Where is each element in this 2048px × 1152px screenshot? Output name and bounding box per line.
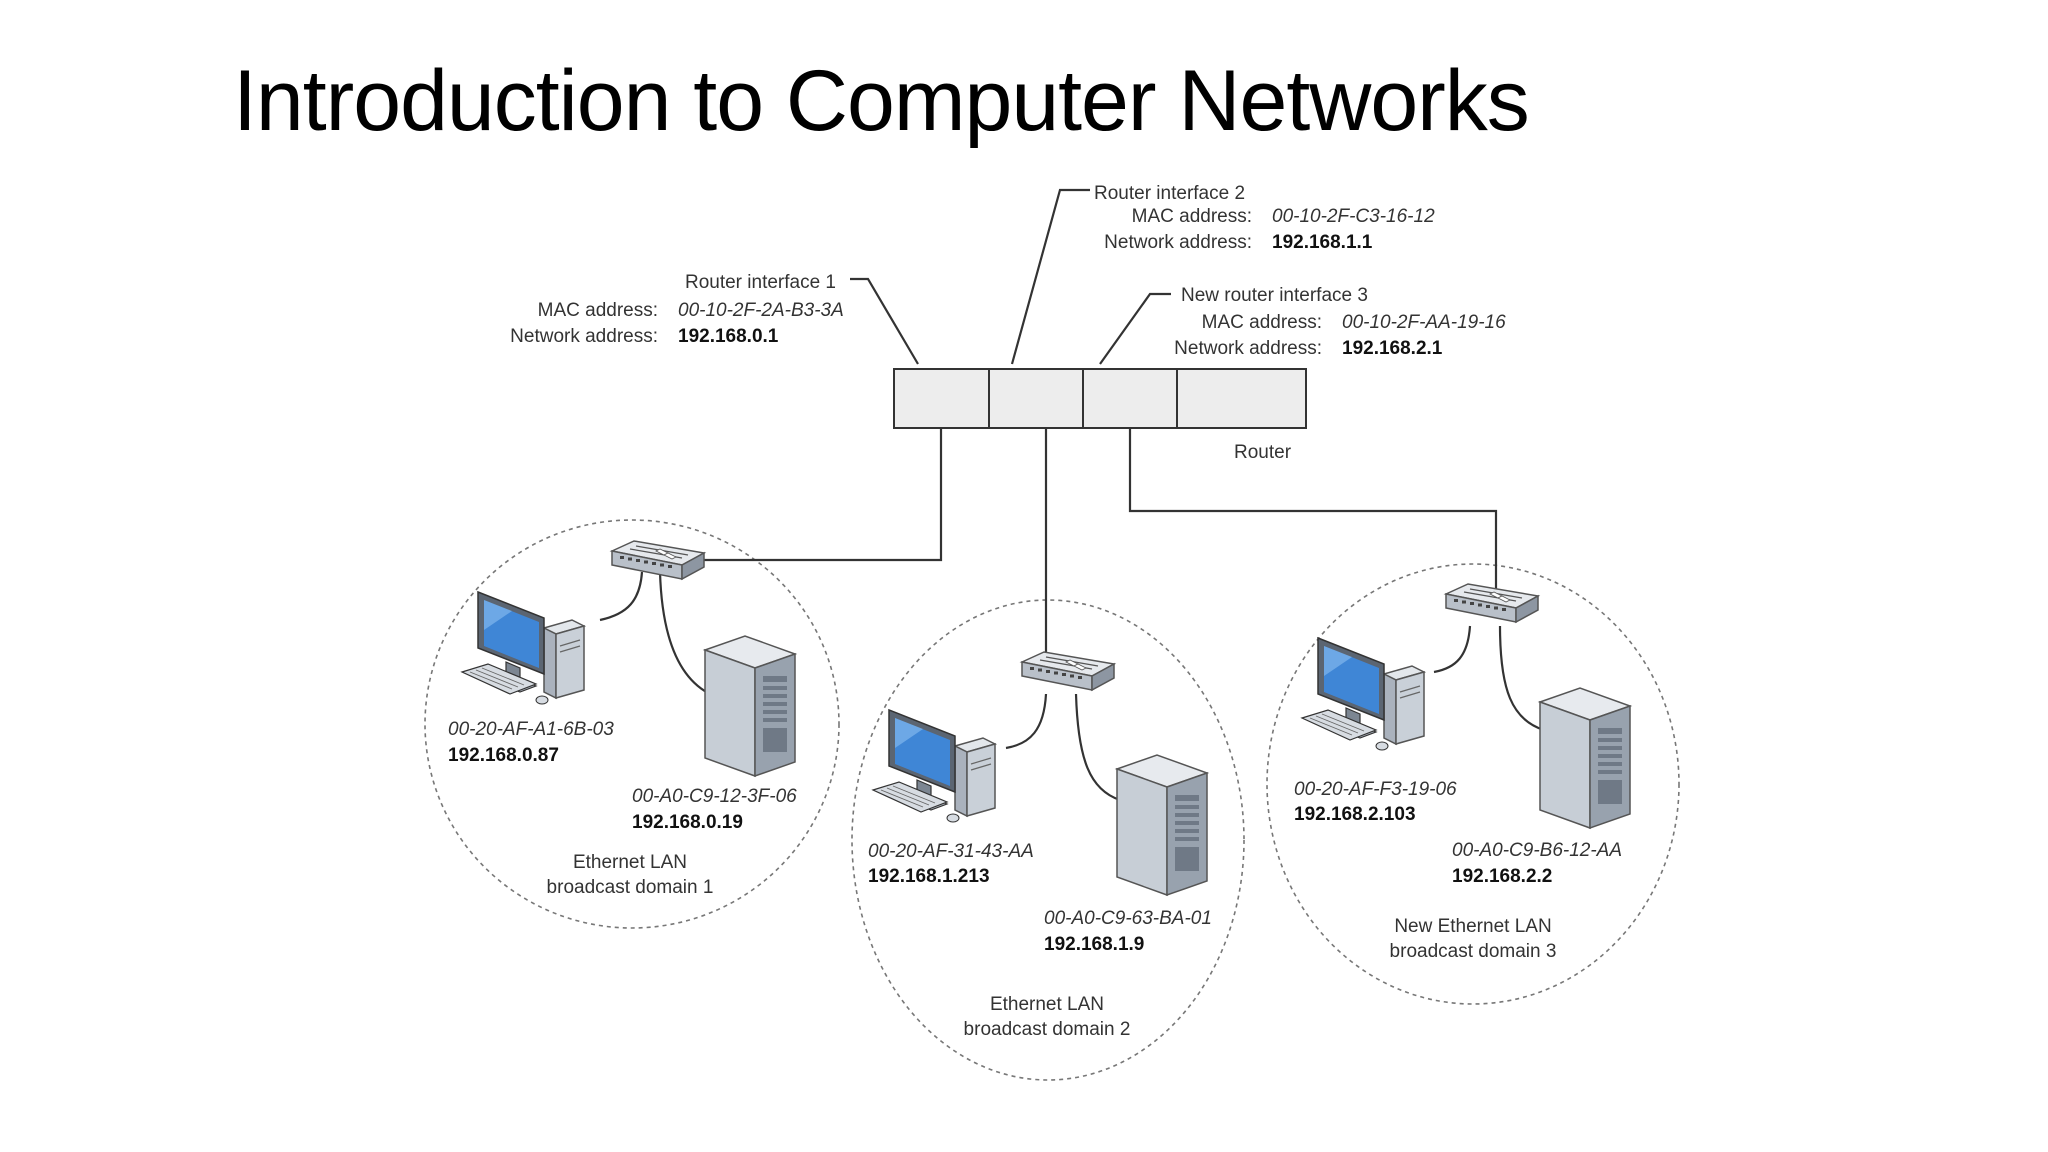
broadcast-domain-2-boundary: [851, 599, 1245, 1081]
interface-3-name: New router interface 3: [1181, 285, 1368, 306]
lan-2-server-mac: 00-A0-C9-63-BA-01: [1044, 908, 1212, 929]
interface-1-name: Router interface 1: [685, 272, 836, 293]
interface-1-mac-label: MAC address:: [538, 300, 658, 321]
broadcast-domain-1-boundary: [424, 519, 840, 929]
lan-2-pc-cable: [1005, 693, 1048, 750]
lan-3-domain: broadcast domain 3: [1390, 941, 1557, 962]
interface-1-mac: 00-10-2F-2A-B3-3A: [678, 300, 844, 321]
lan-3-server-mac: 00-A0-C9-B6-12-AA: [1452, 840, 1622, 861]
lan-2-pc-mac: 00-20-AF-31-43-AA: [868, 841, 1034, 862]
lan-3-pc-icon: [1301, 637, 1425, 751]
lan-1-server-icon: [704, 635, 796, 777]
lan-1-pc-mac: 00-20-AF-A1-6B-03: [448, 719, 614, 740]
uplink-lan-3: [1128, 428, 1498, 598]
lan-3-pc-mac: 00-20-AF-F3-19-06: [1294, 779, 1457, 800]
broadcast-domain-3-boundary: [1266, 563, 1680, 1005]
lan-1-server-cable: [658, 571, 713, 696]
slide-title: Introduction to Computer Networks: [233, 53, 1530, 149]
lan-3-name: New Ethernet LAN: [1394, 916, 1551, 937]
lan-3-pc-cable: [1433, 625, 1472, 674]
lan-3-server-ip: 192.168.2.2: [1452, 866, 1552, 887]
interface-3-mac: 00-10-2F-AA-19-16: [1342, 312, 1506, 333]
lan-2-server-ip: 192.168.1.9: [1044, 934, 1144, 955]
lan-3-switch-icon: [1445, 583, 1539, 623]
lan-2-name: Ethernet LAN: [990, 994, 1104, 1015]
interface-2-mac: 00-10-2F-C3-16-12: [1272, 206, 1435, 227]
uplink-lan-1: [702, 428, 943, 562]
lan-3-pc-ip: 192.168.2.103: [1294, 804, 1416, 825]
interface-3-net-label: Network address:: [1174, 338, 1322, 359]
lan-1-switch-icon: [611, 540, 705, 580]
interface-3-ip: 192.168.2.1: [1342, 338, 1443, 359]
interface-1-leader: [850, 277, 919, 365]
lan-1-pc-ip: 192.168.0.87: [448, 745, 559, 766]
interface-2-leader: [1010, 188, 1090, 365]
lan-1-domain: broadcast domain 1: [547, 877, 714, 898]
lan-2-pc-ip: 192.168.1.213: [868, 866, 990, 887]
interface-2-mac-label: MAC address:: [1132, 206, 1252, 227]
router-label: Router: [1234, 442, 1292, 463]
lan-2-pc-icon: [872, 709, 996, 823]
lan-2-switch-icon: [1021, 651, 1115, 691]
lan-1-pc-cable: [599, 571, 644, 622]
lan-3-server-cable: [1498, 625, 1545, 732]
interface-1-ip: 192.168.0.1: [678, 326, 779, 347]
lan-1-server-mac: 00-A0-C9-12-3F-06: [632, 786, 797, 807]
router: [893, 368, 1307, 429]
interface-2-ip: 192.168.1.1: [1272, 232, 1373, 253]
lan-3-server-icon: [1539, 687, 1631, 829]
lan-1-name: Ethernet LAN: [573, 852, 687, 873]
interface-3-mac-label: MAC address:: [1202, 312, 1322, 333]
lan-2-server-icon: [1116, 754, 1208, 896]
lan-1-server-ip: 192.168.0.19: [632, 812, 743, 833]
interface-2-name: Router interface 2: [1094, 183, 1245, 204]
interface-1-net-label: Network address:: [510, 326, 658, 347]
interface-3-leader: [1099, 292, 1171, 365]
interface-2-net-label: Network address:: [1104, 232, 1252, 253]
lan-2-server-cable: [1074, 693, 1121, 802]
lan-2-domain: broadcast domain 2: [964, 1019, 1131, 1040]
lan-1-pc-icon: [461, 591, 585, 705]
